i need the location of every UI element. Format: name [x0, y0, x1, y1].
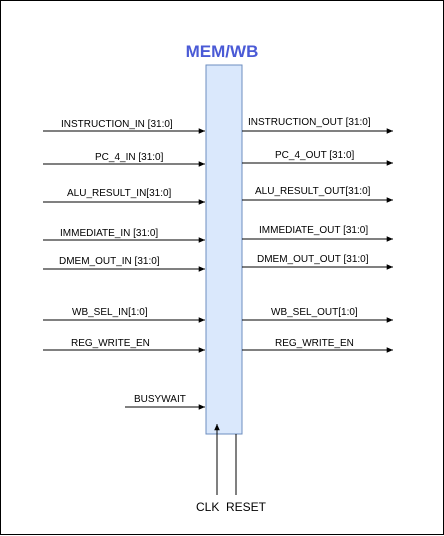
clk-label: CLK: [196, 500, 219, 514]
output-label: REG_WRITE_EN: [275, 338, 354, 349]
output-label: IMMEDIATE_OUT [31:0]: [259, 225, 368, 236]
output-label: WB_SEL_OUT[1:0]: [271, 307, 358, 318]
input-label: WB_SEL_IN[1:0]: [72, 307, 148, 318]
input-label: ALU_RESULT_IN[31:0]: [67, 188, 172, 199]
input-label: INSTRUCTION_IN [31:0]: [61, 119, 173, 130]
reset-label: RESET: [226, 500, 267, 514]
input-signals: INSTRUCTION_IN [31:0] PC_4_IN [31:0] ALU…: [43, 119, 205, 410]
input-label: BUSYWAIT: [134, 394, 186, 405]
register-title: MEM/WB: [186, 42, 259, 61]
mem-wb-register-block: [205, 64, 243, 435]
output-label: ALU_RESULT_OUT[31:0]: [255, 186, 371, 197]
output-signals: INSTRUCTION_OUT [31:0] PC_4_OUT [31:0] A…: [242, 117, 393, 353]
input-label: REG_WRITE_EN: [71, 338, 150, 349]
control-signals: CLK RESET: [196, 424, 267, 514]
output-label: DMEM_OUT_OUT [31:0]: [257, 254, 369, 265]
input-label: DMEM_OUT_IN [31:0]: [59, 256, 160, 267]
input-label: PC_4_IN [31:0]: [95, 152, 164, 163]
output-label: INSTRUCTION_OUT [31:0]: [248, 117, 371, 128]
input-label: IMMEDIATE_IN [31:0]: [60, 228, 158, 239]
output-label: PC_4_OUT [31:0]: [275, 150, 355, 161]
